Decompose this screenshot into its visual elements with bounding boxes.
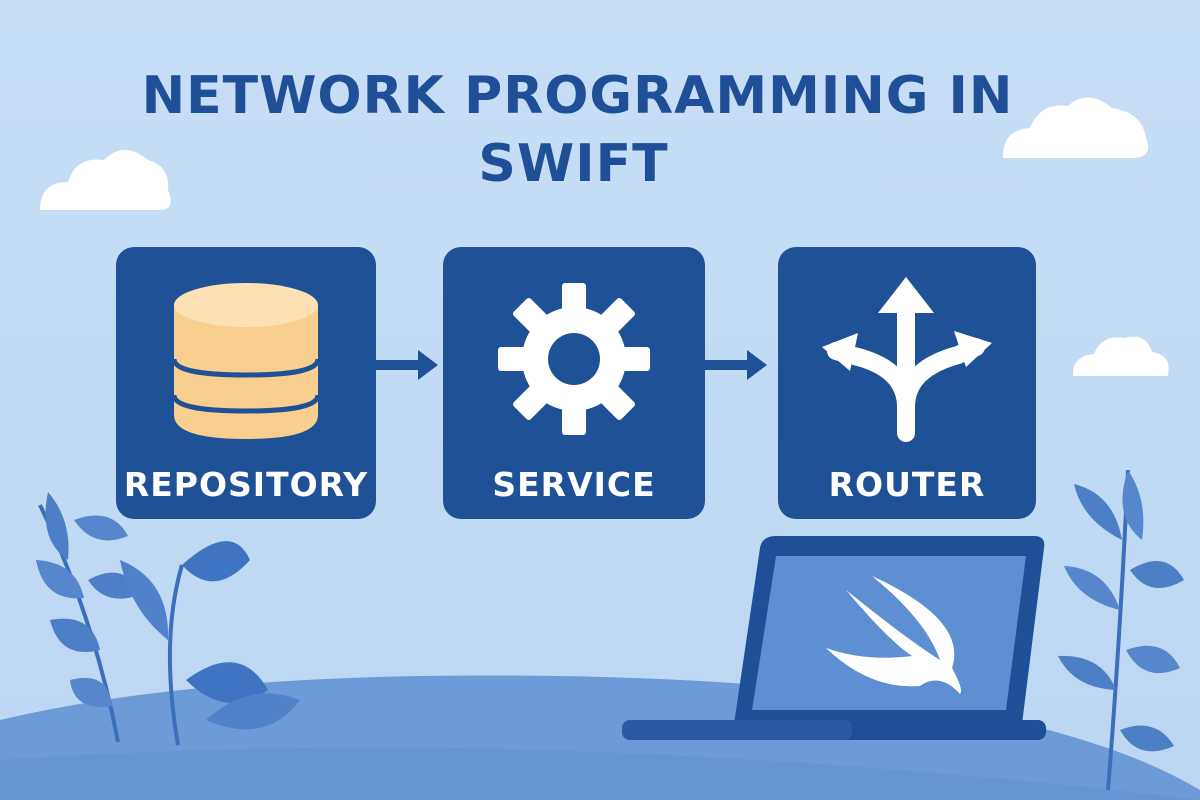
- title-line-1: NETWORK PROGRAMMING IN: [141, 66, 1014, 126]
- database-icon: [171, 283, 321, 439]
- arrow-repository-to-service: [376, 350, 438, 380]
- service-label: SERVICE: [492, 465, 656, 504]
- swift-logo-icon: [826, 576, 961, 694]
- plant-right: [1058, 469, 1184, 791]
- router-label: ROUTER: [828, 465, 986, 504]
- split-arrows-icon: [822, 277, 992, 442]
- plant-left: [36, 492, 300, 746]
- cloud-left: [40, 150, 171, 210]
- cloud-right: [1072, 336, 1169, 376]
- page-title: NETWORK PROGRAMMING IN SWIFT: [0, 62, 1155, 198]
- repository-node: REPOSITORY: [116, 247, 376, 519]
- service-node: SERVICE: [443, 247, 705, 519]
- router-node: ROUTER: [778, 247, 1036, 519]
- gear-icon: [498, 283, 650, 435]
- repository-label: REPOSITORY: [123, 465, 369, 504]
- arrow-service-to-router: [705, 350, 767, 380]
- ground-shade: [0, 747, 1200, 800]
- cloud-top-right: [1002, 97, 1149, 158]
- title-line-2: SWIFT: [478, 134, 669, 194]
